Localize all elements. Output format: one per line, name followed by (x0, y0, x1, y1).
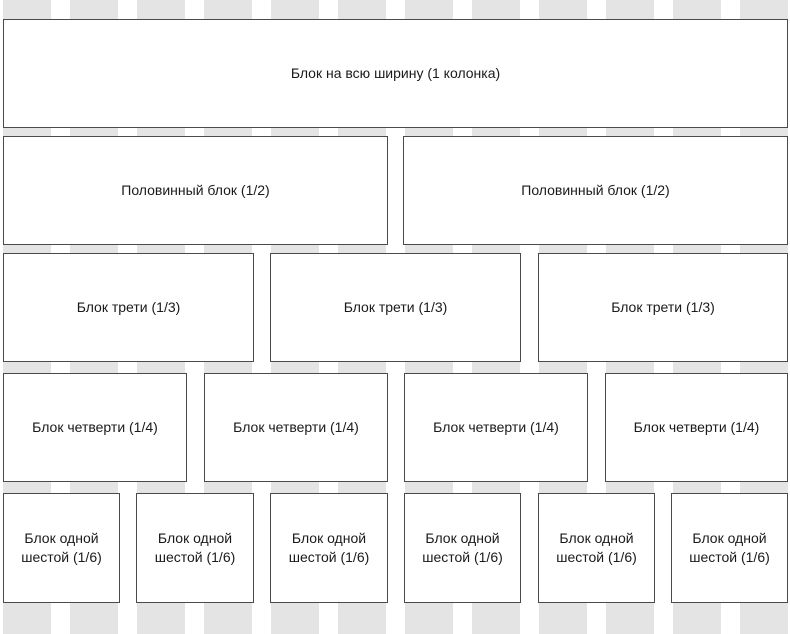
block-label: Половинный блок (1/2) (121, 182, 270, 198)
block-label: Блок одной шестой (1/6) (288, 530, 370, 565)
block-label: Блок трети (1/3) (343, 299, 448, 315)
sixth-block: Блок одной шестой (1/6) (671, 493, 788, 603)
block-label: Блок одной шестой (1/6) (21, 530, 102, 565)
sixth-block: Блок одной шестой (1/6) (3, 493, 120, 603)
quarter-block: Блок четверти (1/4) (3, 373, 187, 482)
block-label: Блок четверти (1/4) (633, 419, 760, 435)
sixth-block: Блок одной шестой (1/6) (270, 493, 388, 603)
block-label: Блок одной шестой (1/6) (689, 530, 770, 565)
block-label: Половинный блок (1/2) (521, 182, 670, 198)
quarter-block: Блок четверти (1/4) (404, 373, 588, 482)
sixth-block: Блок одной шестой (1/6) (136, 493, 254, 603)
third-block: Блок трети (1/3) (270, 253, 521, 362)
block-label: Блок одной шестой (1/6) (154, 530, 236, 565)
block-label: Блок четверти (1/4) (433, 419, 559, 435)
block-label: Блок одной шестой (1/6) (422, 530, 503, 565)
quarter-block: Блок четверти (1/4) (204, 373, 388, 482)
block-label: Блок трети (1/3) (611, 299, 715, 315)
third-block: Блок трети (1/3) (538, 253, 788, 362)
block-label: Блок четверти (1/4) (233, 419, 359, 435)
third-block: Блок трети (1/3) (3, 253, 254, 362)
block-label: Блок одной шестой (1/6) (556, 530, 637, 565)
quarter-block: Блок четверти (1/4) (605, 373, 788, 482)
block-label: Блок на всю ширину (1 колонка) (290, 65, 501, 81)
sixth-block: Блок одной шестой (1/6) (404, 493, 521, 603)
half-block: Половинный блок (1/2) (403, 136, 788, 245)
block-label: Блок трети (1/3) (76, 299, 181, 315)
block-label: Блок четверти (1/4) (32, 419, 158, 435)
sixth-block: Блок одной шестой (1/6) (538, 493, 655, 603)
full-width-block: Блок на всю ширину (1 колонка) (3, 19, 788, 128)
half-block: Половинный блок (1/2) (3, 136, 388, 245)
